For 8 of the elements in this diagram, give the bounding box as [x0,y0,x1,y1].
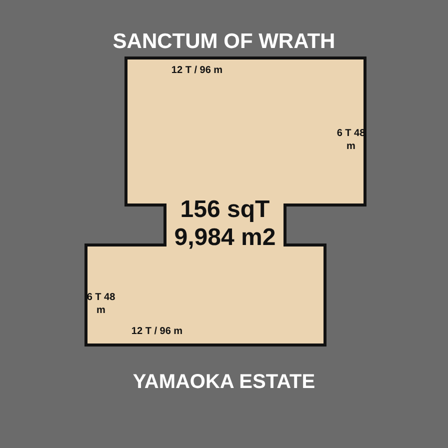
plot-outline [84,56,367,347]
caption: YAMAOKA ESTATE [132,371,316,394]
dimension-label: 6 T 48 m [86,291,116,317]
dimension-label: 12 T / 96 m [130,325,184,338]
area-label: 9,984 m2 [173,224,277,252]
diagram-title: SANCTUM OF WRATH [112,30,336,54]
dimension-label: 12 T / 96 m [170,64,224,77]
area-label: 156 sqT [179,196,271,224]
